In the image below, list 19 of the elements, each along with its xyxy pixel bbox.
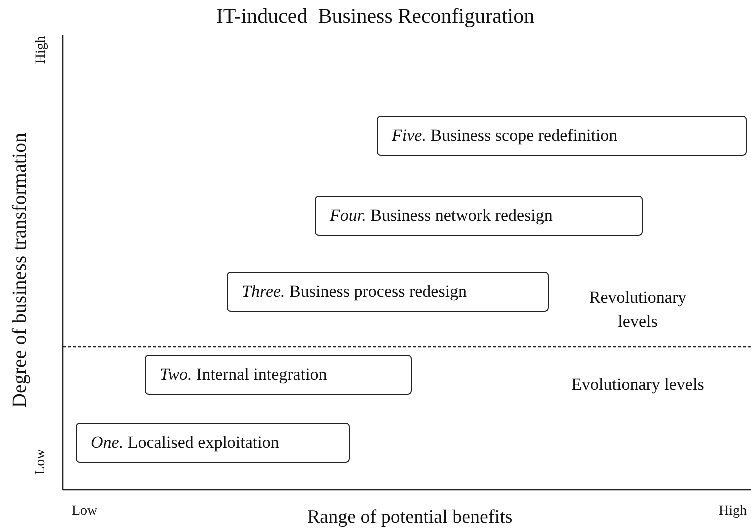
- axis-tick-label: Low: [32, 449, 50, 475]
- level-text: Five. Business scope redefinition: [392, 126, 618, 146]
- level-box: [145, 355, 412, 395]
- chart-title: IT-induced Business Reconfiguration: [215, 4, 536, 29]
- level-text: Three. Business process redesign: [242, 282, 468, 302]
- level-box: [227, 272, 549, 312]
- axis-title: Range of potential benefits: [308, 506, 513, 530]
- zone-label: Revolutionary levels: [588, 286, 688, 334]
- level-box: [377, 116, 747, 156]
- level-box: [315, 196, 643, 236]
- level-text: Two. Internal integration: [160, 365, 328, 385]
- level-box: [76, 423, 350, 463]
- level-text: One. Localised exploitation: [91, 433, 280, 453]
- axis-title: Degree of business transformation: [7, 132, 32, 408]
- axis-tick-label: High: [719, 503, 747, 521]
- axis-tick-label: High: [32, 36, 50, 64]
- zone-label: Evolutionary levels: [570, 374, 706, 396]
- axis-tick-label: Low: [72, 503, 98, 521]
- level-text: Four. Business network redesign: [330, 206, 553, 226]
